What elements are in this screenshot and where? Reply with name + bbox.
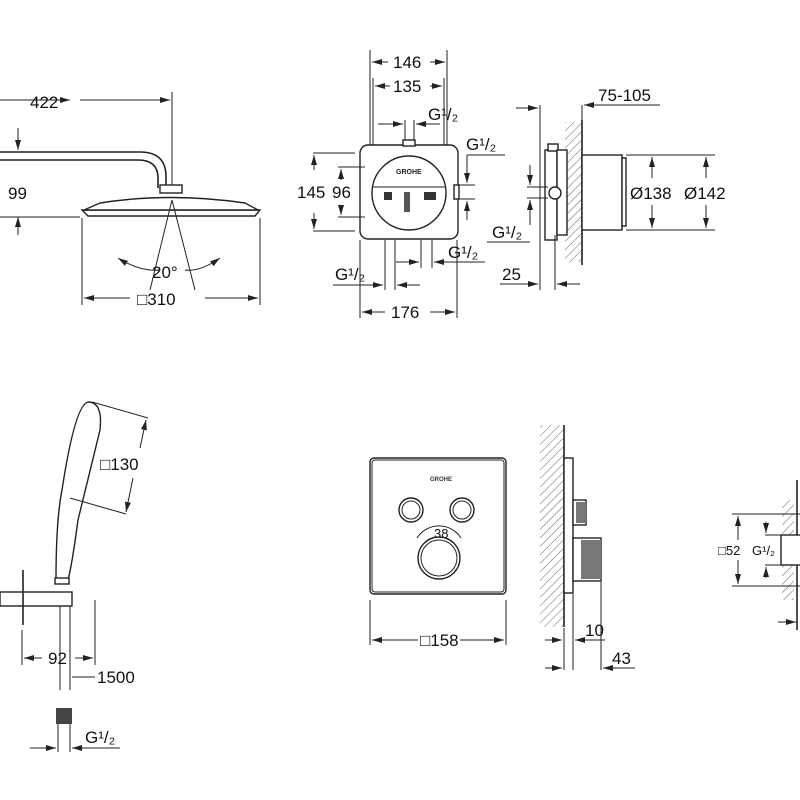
dim-connection-right: G¹/₂ xyxy=(466,135,496,154)
dim-plate-depth: 10 xyxy=(585,621,604,640)
dim-width-mount: 176 xyxy=(391,303,419,322)
dim-hose-length: 1500 xyxy=(97,668,135,687)
dim-connection-bottom-left: G¹/₂ xyxy=(335,265,365,284)
dim-tilt-angle: 20° xyxy=(152,263,178,282)
valve-body-side-view: 75-105 Ø138 Ø142 G¹/₂ 25 xyxy=(487,86,726,290)
head-shower-view: 422 99 20° □310 xyxy=(0,92,262,309)
dim-connection-bottom-right: G¹/₂ xyxy=(448,243,478,262)
dim-head-size: □310 xyxy=(137,290,176,309)
dim-diameter-inner: Ø138 xyxy=(630,184,672,203)
dim-total-depth: 43 xyxy=(612,649,631,668)
dim-height-outer: 145 xyxy=(297,183,325,202)
thermostat-knob xyxy=(417,536,461,580)
dim-diameter-outer: Ø142 xyxy=(684,184,726,203)
grohe-logo: GROHE xyxy=(396,169,422,176)
trim-side-view: 10 43 xyxy=(540,425,635,671)
dim-height: 99 xyxy=(8,184,27,203)
dim-hose-connection: G¹/₂ xyxy=(85,728,115,747)
dim-side-connection: G¹/₂ xyxy=(492,223,522,242)
trim-grohe-logo: GROHE xyxy=(430,477,452,483)
dim-trim-size: □158 xyxy=(420,631,459,650)
button-left xyxy=(398,497,424,523)
dim-height-inner: 96 xyxy=(332,183,351,202)
dim-width-inner: 135 xyxy=(393,77,421,96)
button-right xyxy=(449,497,475,523)
valve-body-front-view: 146 135 G¹/₂ GROHE 145 96 G¹/₂ G¹/₂ G¹/₂… xyxy=(297,50,505,322)
hand-shower-view: □130 92 1500 G¹/₂ xyxy=(0,401,149,752)
dim-arm-length: 422 xyxy=(30,93,58,112)
dim-outlet-size: □52 xyxy=(718,543,740,558)
dim-hand-shower-size: □130 xyxy=(100,455,139,474)
dim-width-outer: 146 xyxy=(393,53,421,72)
dim-holder-depth: 92 xyxy=(48,649,67,668)
dim-offset: 25 xyxy=(502,265,521,284)
dim-wall-depth: 75-105 xyxy=(598,86,651,105)
dim-outlet-connection: G¹/₂ xyxy=(752,543,775,558)
dim-connection-top: G¹/₂ xyxy=(428,105,458,124)
wall-outlet-view: □52 G¹/₂ xyxy=(718,480,800,630)
trim-front-view: GROHE 38 □158 xyxy=(369,457,507,650)
